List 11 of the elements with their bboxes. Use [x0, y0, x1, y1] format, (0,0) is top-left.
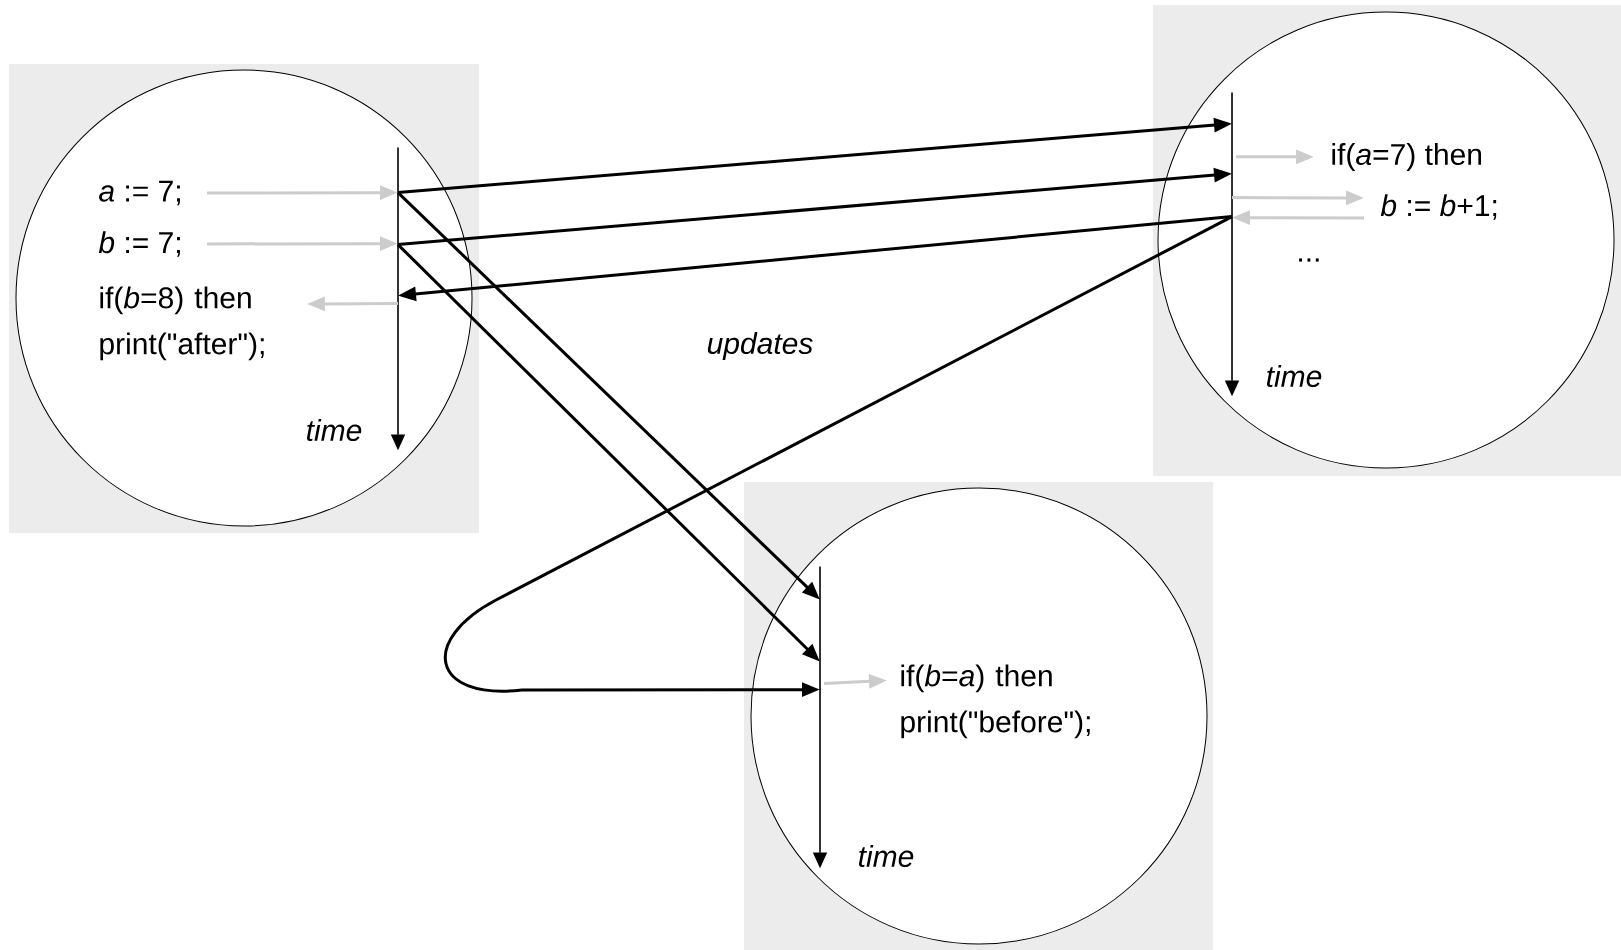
- axis-label: time: [1267, 365, 1322, 387]
- axis-label: time: [859, 845, 914, 867]
- code-line: if(a=7) then: [1332, 143, 1482, 171]
- code-line: b := 7;: [98, 231, 180, 257]
- annotation-label: updates: [707, 332, 813, 360]
- ellipsis: ...: [1299, 258, 1319, 262]
- code-line: if(b=a) then print("before");: [901, 664, 1090, 739]
- code-line: if(b=8) then print("after");: [100, 286, 264, 361]
- code-line: b := b+1;: [1380, 194, 1497, 220]
- axis-label: time: [307, 419, 362, 441]
- code-line: a := 7;: [99, 180, 180, 206]
